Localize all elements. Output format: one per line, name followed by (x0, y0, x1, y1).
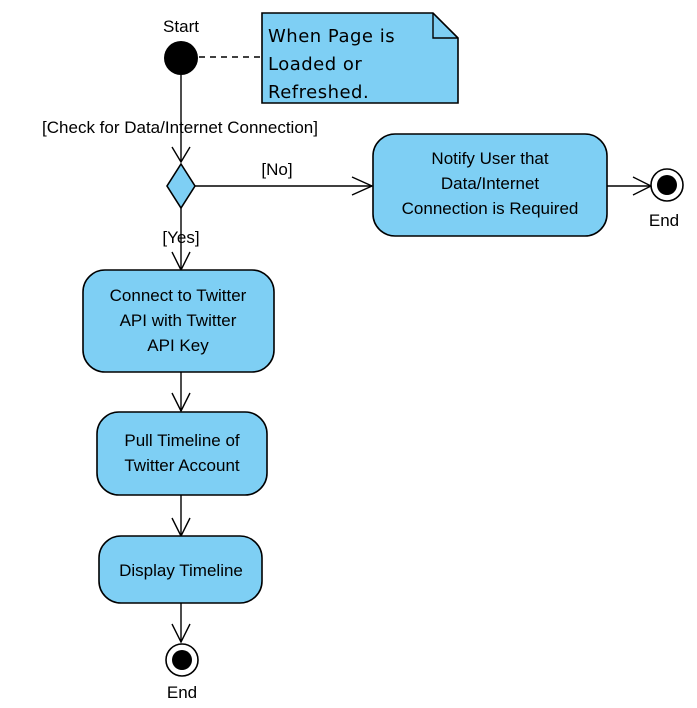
note[interactable]: When Page is Loaded or Refreshed. (261, 12, 459, 104)
decision-node[interactable] (166, 162, 196, 210)
notify-line-3: Connection is Required (402, 199, 579, 218)
connect-line-3: API Key (147, 336, 209, 355)
guard-yes: [Yes] (162, 228, 199, 247)
display-line-1: Display Timeline (119, 561, 243, 580)
arrowhead (171, 623, 191, 644)
connect-line-1: Connect to Twitter (110, 286, 247, 305)
end-node-bottom-core (172, 650, 192, 670)
connect-line-2: API with Twitter (120, 311, 237, 330)
note-line-3: Refreshed. (268, 82, 369, 103)
end-label-right: End (649, 211, 679, 230)
end-label-bottom: End (167, 683, 197, 702)
action-connect-shape (82, 269, 275, 373)
note-fold (432, 13, 458, 39)
note-line-2: Loaded or (268, 54, 362, 75)
start-node[interactable] (164, 41, 198, 75)
note-shape (261, 12, 459, 104)
action-pull-timeline[interactable]: Pull Timeline of Twitter Account (96, 411, 268, 496)
arrowhead (351, 176, 374, 196)
end-node-right-core (657, 175, 677, 195)
arrowhead (171, 392, 191, 413)
start-label: Start (163, 17, 199, 36)
notify-line-2: Data/Internet (441, 174, 540, 193)
action-pull-shape (96, 411, 268, 496)
arrowhead (171, 146, 191, 164)
notify-line-1: Notify User that (431, 149, 548, 168)
pull-line-1: Pull Timeline of (124, 431, 240, 450)
action-notify-shape (372, 133, 608, 237)
note-line-1: When Page is (268, 26, 395, 47)
action-notify-user[interactable]: Notify User that Data/Internet Connectio… (372, 133, 608, 237)
guard-check: [Check for Data/Internet Connection] (42, 118, 318, 137)
action-display-timeline[interactable]: Display Timeline (98, 535, 263, 604)
action-connect-twitter-api[interactable]: Connect to Twitter API with Twitter API … (82, 269, 275, 373)
guard-no: [No] (261, 160, 292, 179)
pull-line-2: Twitter Account (124, 456, 240, 475)
